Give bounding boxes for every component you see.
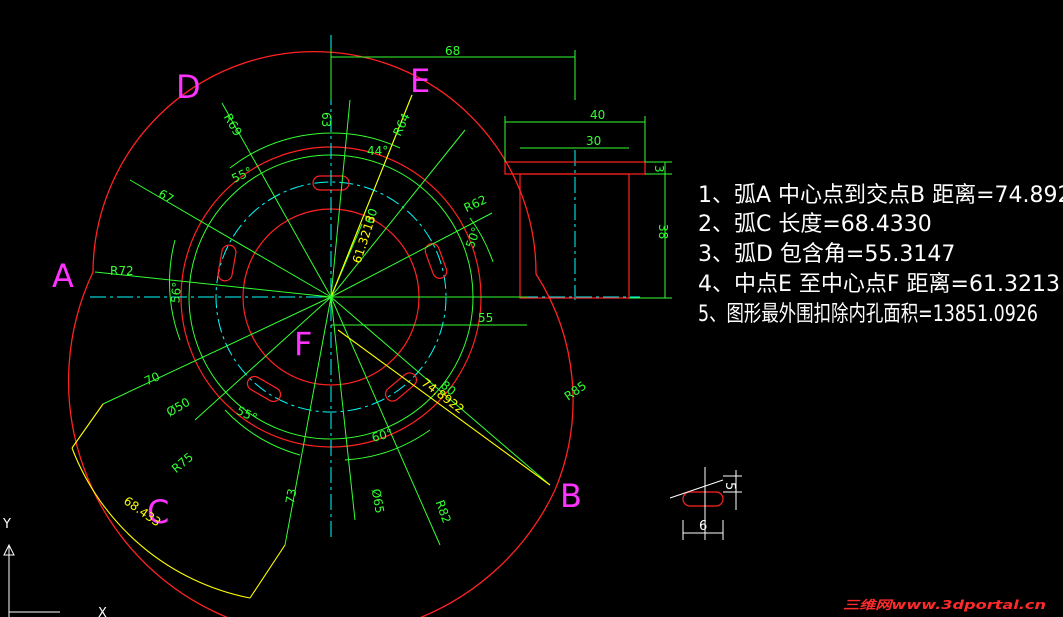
result-line-4: 4、中点E 至中心点F 距离=61.3213 <box>698 272 1060 297</box>
dim-r75: R75 <box>169 450 196 476</box>
label-b: B <box>560 477 582 515</box>
detail-dim-6: 6 <box>699 519 707 534</box>
label-d: D <box>176 68 201 106</box>
dim-38: 38 <box>656 224 670 239</box>
dim-r85: R85 <box>562 378 589 403</box>
dim-d50: Ø50 <box>164 395 192 419</box>
results-panel: 1、弧A 中心点到交点B 距离=74.8922 2、弧C 长度=68.4330 … <box>698 183 1063 327</box>
slots <box>217 175 448 403</box>
label-c: C <box>147 493 169 531</box>
point-labels: A B C D E F <box>52 62 582 531</box>
watermark: 三维网www.3dportal.cn <box>843 598 1046 612</box>
ucs-y-label: Y <box>2 517 11 532</box>
dim-d65: Ø65 <box>369 488 387 515</box>
slot-detail: 5 6 <box>669 467 742 540</box>
dim-67: 67 <box>156 187 176 207</box>
dim-3: 3 <box>652 165 666 173</box>
result-line-2: 2、弧C 长度=68.4330 <box>698 212 932 237</box>
ucs-icon: Y X <box>2 517 107 617</box>
highlight-dimensions <box>71 94 551 599</box>
angle-50: 50° <box>463 225 483 250</box>
angle-60: 60° <box>370 426 394 445</box>
slot-bottom-right <box>384 372 418 402</box>
center-mark <box>321 287 341 307</box>
angle-56: 56° <box>168 281 184 303</box>
dim-40: 40 <box>590 108 605 122</box>
label-e: E <box>410 62 430 100</box>
dim-73: 73 <box>283 487 299 504</box>
dim-63: 63 <box>319 112 333 127</box>
label-a: A <box>52 257 74 295</box>
tower-feature <box>504 161 646 299</box>
dim-60: 60 <box>362 206 380 225</box>
dim-r72: R72 <box>110 264 134 278</box>
detail-dim-5: 5 <box>722 482 737 490</box>
slot-bottom-left <box>246 375 282 403</box>
dim-30: 30 <box>586 134 601 148</box>
result-line-3: 3、弧D 包含角=55.3147 <box>698 242 955 267</box>
slot-right <box>424 243 448 279</box>
result-line-5: 5、图形最外围扣除内孔面积=13851.0926 <box>698 302 1038 327</box>
dimension-texts: R72 R85 R69 R64 R62 R75 R82 67 70 73 60 … <box>110 44 670 529</box>
dim-r82: R82 <box>433 498 454 525</box>
dim-r64: R64 <box>390 111 413 138</box>
ucs-x-label: X <box>98 606 107 617</box>
slot-left <box>217 244 237 282</box>
dimension-lines <box>94 48 672 546</box>
dim-68-top: 68 <box>445 44 460 58</box>
dim-70: 70 <box>142 369 162 388</box>
dim-r62: R62 <box>462 192 489 215</box>
outer-profile <box>67 50 574 617</box>
outer-spiral-arc <box>67 50 574 617</box>
dim-55-horizontal: 55 <box>478 311 493 325</box>
label-f: F <box>294 325 312 363</box>
angle-55-top: 55° <box>229 164 254 186</box>
result-line-1: 1、弧A 中心点到交点B 距离=74.8922 <box>698 183 1063 208</box>
dim-r69: R69 <box>221 111 245 138</box>
angle-44: 44° <box>367 144 388 158</box>
